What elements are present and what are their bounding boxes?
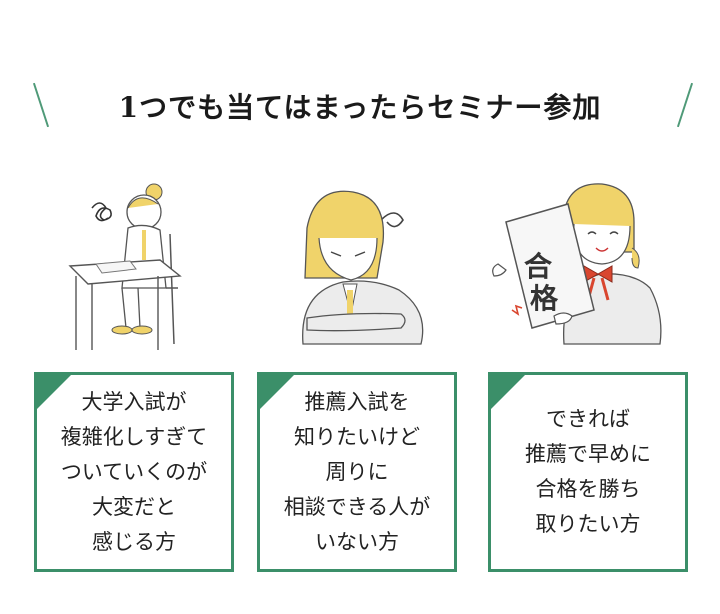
card-line: ついていくのが bbox=[60, 459, 208, 484]
condition-card-3: できれば 推薦で早めに 合格を勝ち 取りたい方 bbox=[488, 372, 688, 572]
heading-title: 1つでも当てはまったらセミナー参加 bbox=[118, 91, 602, 124]
card-text: できれば 推薦で早めに 合格を勝ち 取りたい方 bbox=[525, 402, 651, 542]
card-line: 複雑化しすぎて bbox=[60, 424, 208, 449]
certificate-char-2: 格 bbox=[530, 282, 559, 315]
illustration-worried-student bbox=[285, 168, 475, 358]
illustration-passing-student: 合 格 bbox=[492, 168, 684, 358]
certificate-char-1: 合 bbox=[524, 250, 553, 283]
card-line: 大学入試が bbox=[81, 389, 187, 414]
card-line: できれば bbox=[546, 407, 630, 431]
heading-slash-right bbox=[676, 82, 694, 128]
card-line: いない方 bbox=[315, 529, 399, 554]
condition-card-2: 推薦入試を 知りたいけど 周りに 相談できる人が いない方 bbox=[257, 372, 457, 572]
section-heading: 1つでも当てはまったらセミナー参加 bbox=[0, 78, 720, 134]
card-line: 感じる方 bbox=[92, 529, 176, 554]
card-corner-accent bbox=[37, 375, 72, 410]
card-text: 推薦入試を 知りたいけど 周りに 相談できる人が いない方 bbox=[284, 385, 431, 560]
worried-student-icon bbox=[302, 190, 424, 345]
happy-student-icon: 合 格 bbox=[492, 183, 662, 345]
card-line: 相談できる人が bbox=[283, 494, 431, 519]
confused-student-icon bbox=[68, 183, 182, 350]
card-line: 知りたいけど bbox=[294, 424, 420, 449]
illustration-confused-student bbox=[62, 168, 252, 358]
card-line: 合格を勝ち bbox=[535, 477, 641, 501]
card-line: 大変だと bbox=[92, 494, 176, 519]
card-line: 推薦入試を bbox=[304, 389, 410, 414]
card-line: 推薦で早めに bbox=[525, 442, 651, 466]
card-line: 取りたい方 bbox=[535, 512, 641, 536]
card-corner-accent bbox=[491, 375, 526, 410]
card-text: 大学入試が 複雑化しすぎて ついていくのが 大変だと 感じる方 bbox=[61, 385, 208, 560]
card-corner-accent bbox=[260, 375, 295, 410]
heading-slash-left bbox=[32, 82, 50, 128]
condition-card-1: 大学入試が 複雑化しすぎて ついていくのが 大変だと 感じる方 bbox=[34, 372, 234, 572]
card-line: 周りに bbox=[325, 459, 389, 484]
